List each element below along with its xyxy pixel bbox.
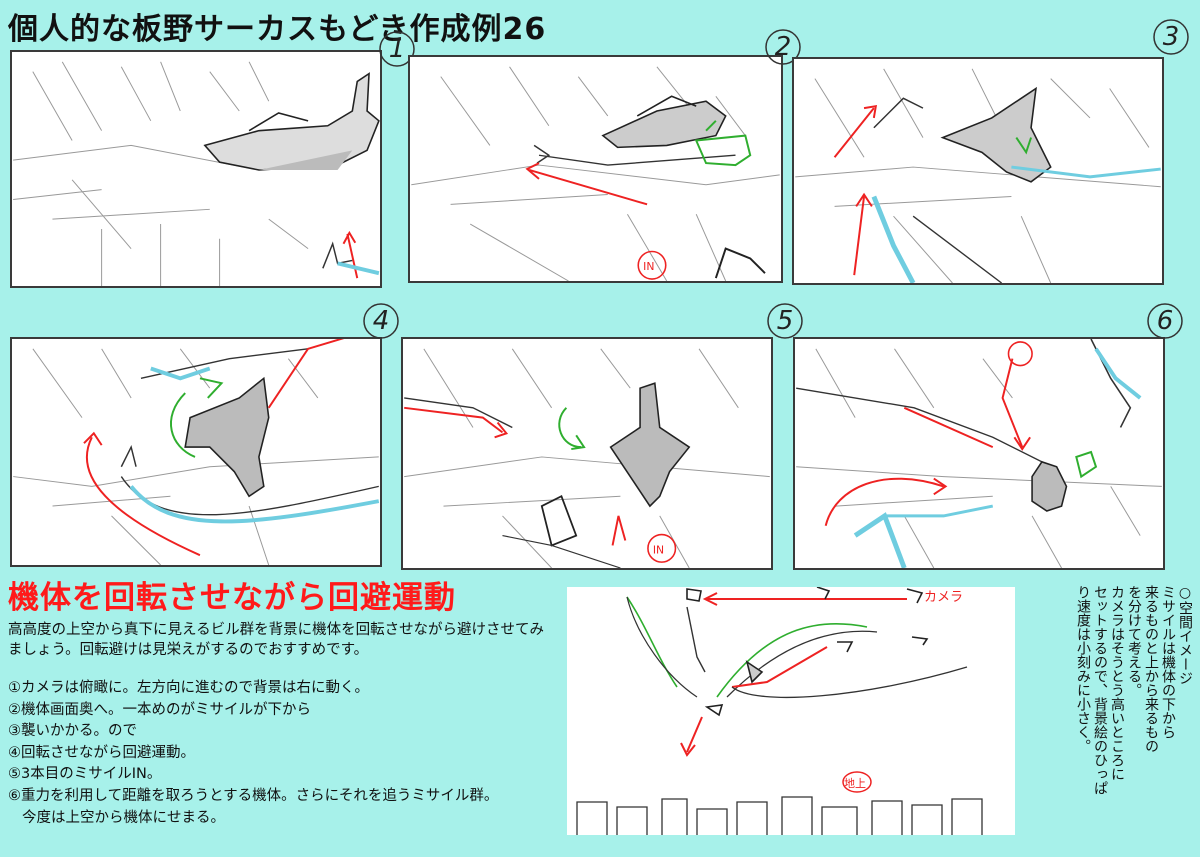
storyboard-panel-5: IN <box>401 337 773 570</box>
camera-label: カメラ <box>924 590 963 605</box>
panel-2-in-label: IN <box>643 260 654 273</box>
ground-label: 地上 <box>844 777 866 790</box>
step-item: ②機体画面奥へ。一本めのがミサイルが下から <box>8 701 311 718</box>
space-note-line: セットするので、背景絵のひっぱ <box>1092 585 1108 795</box>
panel-number-4: 4 <box>363 303 399 339</box>
panel-1-sketch <box>13 61 380 286</box>
description: 高高度の上空から真下に見えるビル群を背景に機体を回転させながら避けさせてみましょ… <box>8 622 545 658</box>
panel-5-in-label: IN <box>653 543 664 556</box>
space-note-line: ミサイルは機体の下から <box>1160 585 1176 739</box>
panel-5-sketch: IN <box>404 348 770 568</box>
panel-3-sketch <box>795 68 1161 283</box>
space-note-line: 来るものと上から来るもの <box>1143 585 1159 753</box>
space-diagram-sketch: カメラ 地上 <box>576 587 983 835</box>
panel-number-5: 5 <box>767 303 803 339</box>
steps-list: ①カメラは俯瞰に。左方向に進むので背景は右に動く。 ②機体画面奥へ。一本めのがミ… <box>8 678 568 829</box>
step-item: ⑥重力を利用して距離を取ろうとする機体。さらにそれを追うミサイル群。 <box>8 787 499 804</box>
panel-number-1: 1 <box>379 31 415 67</box>
space-image-diagram: カメラ 地上 <box>567 587 1015 835</box>
headline: 機体を回転させながら回避運動 <box>8 580 456 616</box>
space-note-line: カメラはそうとう高いところに <box>1109 585 1125 781</box>
storyboard-panel-1 <box>10 50 382 288</box>
step-item: 今度は上空から機体にせまる。 <box>22 809 225 826</box>
panel-number-3: 3 <box>1153 19 1189 55</box>
panel-6-sketch <box>796 339 1162 568</box>
step-item: ⑤3本目のミサイルIN。 <box>8 766 162 783</box>
panel-4-sketch <box>13 339 380 565</box>
storyboard-panel-6 <box>793 337 1165 570</box>
space-note-line: り速度は小刻みに小さく。 <box>1075 585 1091 753</box>
storyboard-panel-2: IN <box>408 55 783 283</box>
storyboard-panel-3 <box>792 57 1164 285</box>
page-title: 個人的な板野サーカスもどき作成例26 <box>8 12 547 47</box>
step-item: ④回転させながら回避運動。 <box>8 744 195 761</box>
panel-number-6: 6 <box>1147 303 1183 339</box>
panel-number-2: 2 <box>765 29 801 65</box>
space-note-line: を分けて考える。 <box>1126 585 1142 697</box>
step-item: ③襲いかかる。ので <box>8 723 137 740</box>
storyboard-panel-4 <box>10 337 382 567</box>
step-item: ①カメラは俯瞰に。左方向に進むので背景は右に動く。 <box>8 680 369 696</box>
panel-2-sketch: IN <box>411 66 780 281</box>
space-note-line: ○空間イメージ <box>1177 585 1193 685</box>
